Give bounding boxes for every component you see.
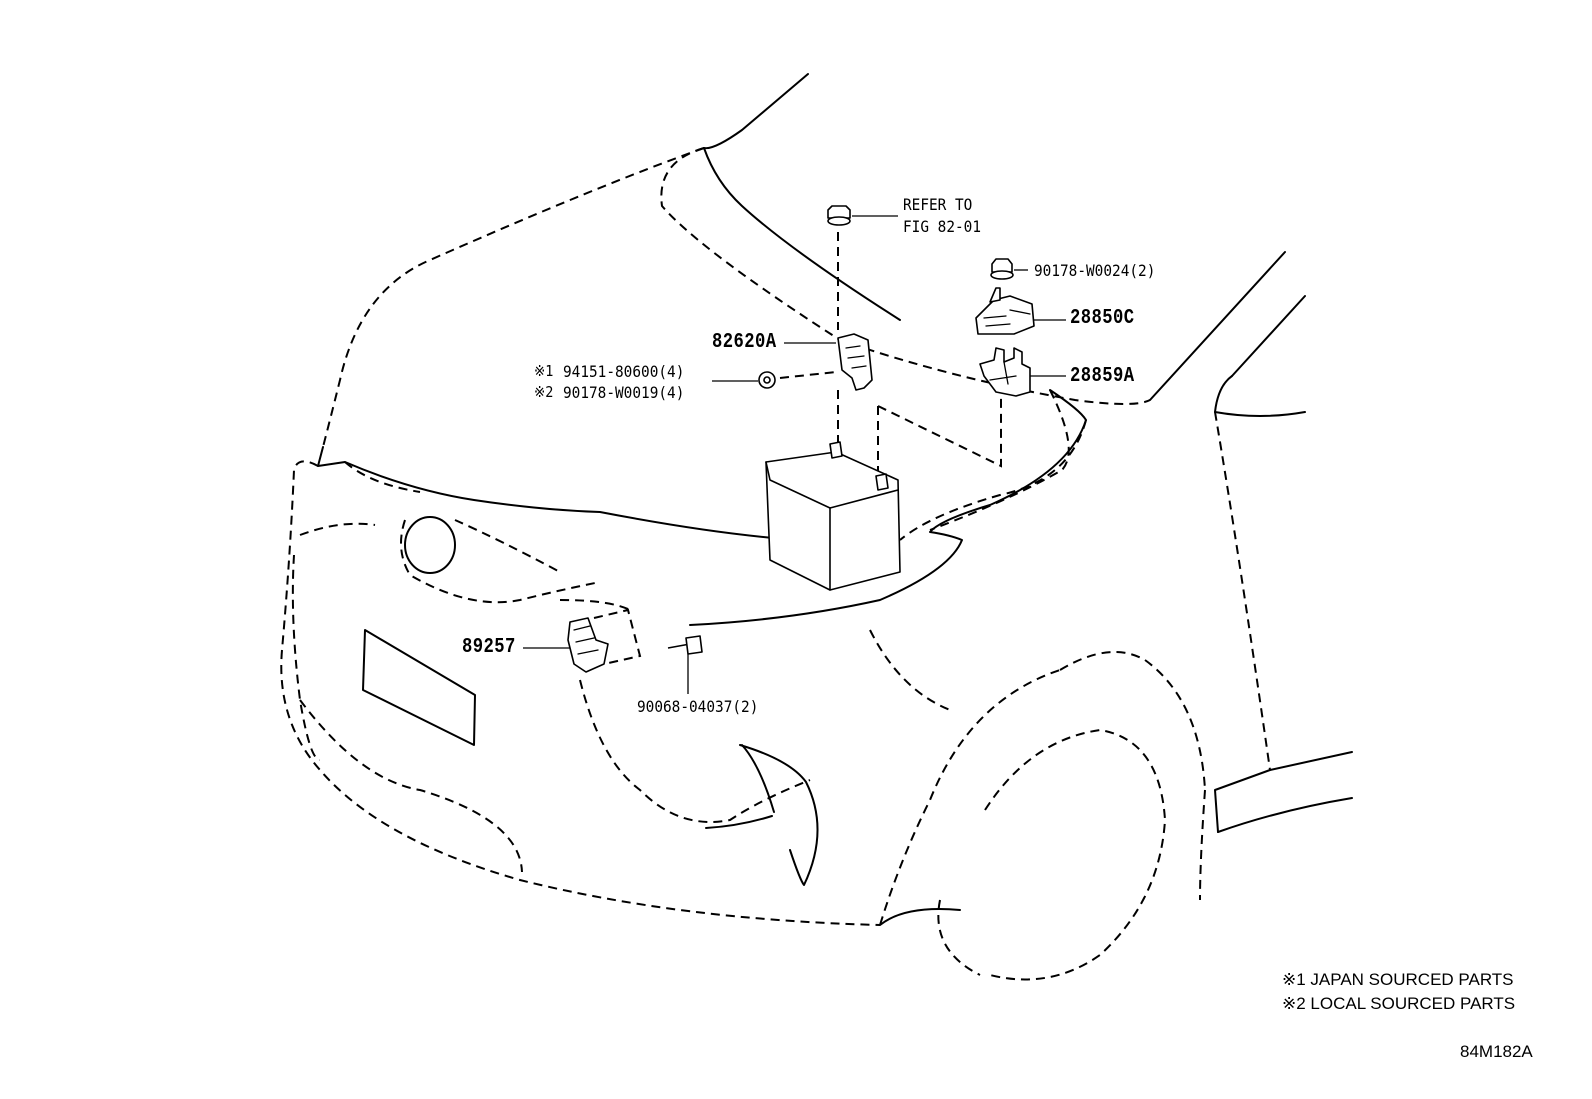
note-japan-sourced-parts: ※1 JAPAN SOURCED PARTS xyxy=(1282,970,1514,989)
car-body-outline xyxy=(280,73,1353,981)
callout-94151-80600: 94151-80600(4) xyxy=(563,362,685,381)
illustration-code: 84M182A xyxy=(1460,1042,1533,1061)
nut-94151-80600 xyxy=(758,371,776,389)
refer-fig-label: FIG 82-01 xyxy=(903,217,982,236)
nut-90178-w0024 xyxy=(990,258,1014,280)
callout-90178-w0024: 90178-W0024(2) xyxy=(1034,261,1156,280)
terminal-28850c xyxy=(975,287,1035,335)
module-89257 xyxy=(567,617,609,673)
bracket-28859a xyxy=(979,347,1031,397)
callout-28859a: 28859A xyxy=(1070,365,1135,388)
callout-90178-w0019: 90178-W0019(4) xyxy=(563,383,685,402)
relay-block-82620a xyxy=(837,333,873,391)
nut-refer-fig-82-01 xyxy=(827,205,851,226)
bolt-90068-04037 xyxy=(667,635,703,655)
assembly-guide-lines xyxy=(593,232,1002,665)
mark-local-sourced: ※2 xyxy=(534,383,554,401)
callout-90068-04037: 90068-04037(2) xyxy=(637,697,759,716)
refer-to-label: REFER TO xyxy=(903,195,973,214)
callout-89257: 89257 xyxy=(462,636,516,659)
battery xyxy=(765,441,901,591)
note-local-sourced-parts: ※2 LOCAL SOURCED PARTS xyxy=(1282,994,1516,1013)
leader-lines xyxy=(523,215,1066,694)
callout-82620a: 82620A xyxy=(712,331,777,354)
callout-28850c: 28850C xyxy=(1070,307,1135,330)
mark-japan-sourced: ※1 xyxy=(534,362,554,380)
